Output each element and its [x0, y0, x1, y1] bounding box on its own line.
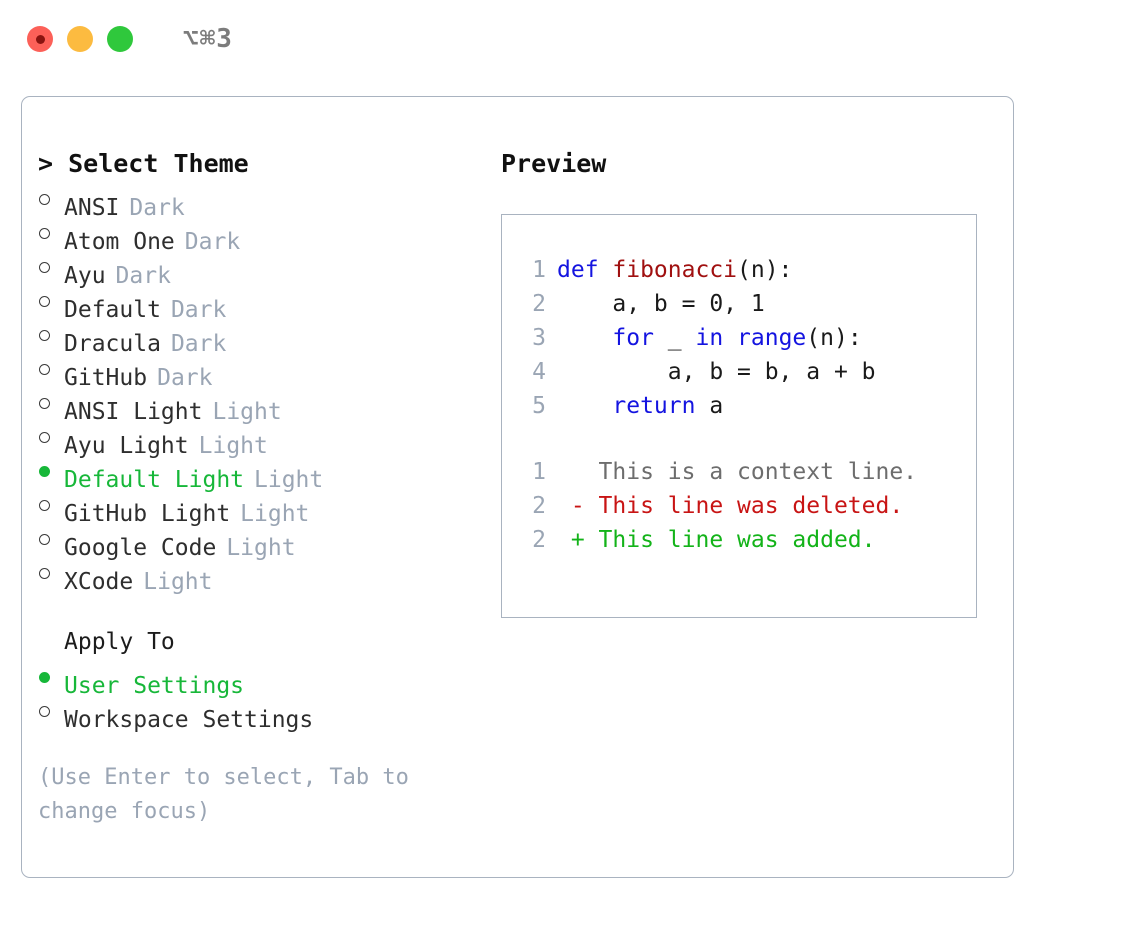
theme-item-label: Google Code	[64, 535, 217, 561]
theme-item-6[interactable]: ANSI Light Light	[38, 385, 498, 425]
theme-item-label: Atom One	[64, 229, 175, 255]
theme-variant-tag: Dark	[129, 195, 185, 221]
code-text: - This line was deleted.	[557, 493, 904, 519]
shortcut-label: ⌥⌘3	[183, 24, 233, 54]
theme-item-11[interactable]: XCode Light	[38, 555, 498, 595]
theme-item-label: Dracula	[64, 331, 161, 357]
apply-item-0[interactable]: User Settings	[38, 659, 498, 699]
diff-line: 1 This is a context line.	[514, 455, 972, 489]
line-number: 2	[532, 291, 546, 317]
line-number: 3	[532, 325, 546, 351]
theme-item-label: ANSI	[64, 195, 120, 221]
code-line: 5 return a	[514, 389, 972, 423]
theme-variant-tag: Light	[212, 399, 282, 425]
theme-item-label: Default	[64, 297, 161, 323]
radio-unselected-icon	[38, 181, 64, 215]
close-button[interactable]	[27, 26, 53, 52]
theme-variant-tag: Dark	[170, 297, 227, 323]
theme-item-3[interactable]: Default Dark	[38, 283, 498, 323]
radio-unselected-icon	[38, 693, 64, 727]
theme-variant-tag: Dark	[157, 365, 213, 391]
theme-item-label: GitHub	[64, 365, 148, 391]
theme-item-4[interactable]: Dracula Dark	[38, 317, 498, 357]
theme-item-label: XCode	[64, 569, 134, 595]
radio-unselected-icon	[38, 317, 64, 351]
theme-item-label: GitHub Light	[64, 501, 231, 527]
radio-unselected-icon	[38, 215, 64, 249]
theme-item-2[interactable]: Ayu Dark	[38, 249, 498, 289]
line-number: 2	[532, 493, 546, 519]
preview-title: Preview	[501, 149, 607, 178]
code-line: 3 for _ in range(n):	[514, 321, 972, 355]
theme-variant-tag: Light	[198, 433, 268, 459]
minimize-button[interactable]	[67, 26, 93, 52]
code-line: 4 a, b = b, a + b	[514, 355, 972, 389]
theme-variant-tag: Dark	[115, 263, 171, 289]
theme-item-7[interactable]: Ayu Light Light	[38, 419, 498, 459]
radio-selected-icon	[38, 453, 64, 487]
code-text: a, b = 0, 1	[557, 291, 765, 317]
theme-variant-tag: Light	[226, 535, 296, 561]
radio-unselected-icon	[38, 385, 64, 419]
theme-variant-tag: Light	[143, 569, 213, 595]
line-number: 4	[532, 359, 546, 385]
apply-item-1[interactable]: Workspace Settings	[38, 693, 498, 733]
radio-unselected-icon	[38, 419, 64, 453]
code-text: This is a context line.	[557, 459, 918, 485]
theme-item-8[interactable]: Default Light Light	[38, 453, 498, 493]
line-number: 5	[532, 393, 546, 419]
radio-unselected-icon	[38, 283, 64, 317]
code-text: for _ in range(n):	[612, 325, 862, 351]
window-controls	[27, 26, 133, 52]
keyboard-hint: (Use Enter to select, Tab to change focu…	[38, 765, 423, 824]
theme-item-10[interactable]: Google Code Light	[38, 521, 498, 561]
page-title: > Select Theme	[38, 149, 249, 178]
theme-variant-tag: Light	[254, 467, 324, 493]
theme-item-label: Ayu	[64, 263, 106, 289]
radio-unselected-icon	[38, 249, 64, 283]
code-line: 1 def fibonacci(n):	[514, 253, 972, 287]
radio-selected-icon	[38, 659, 64, 693]
code-text: return a	[612, 393, 724, 419]
apply-item-label: User Settings	[64, 673, 245, 699]
radio-unselected-icon	[38, 487, 64, 521]
diff-line: 2 - This line was deleted.	[514, 489, 972, 523]
theme-item-label: ANSI Light	[64, 399, 203, 425]
apply-to-heading: Apply To	[64, 629, 175, 655]
theme-item-9[interactable]: GitHub Light Light	[38, 487, 498, 527]
apply-item-label: Workspace Settings	[64, 707, 314, 733]
code-text: + This line was added.	[557, 527, 876, 553]
line-number: 1	[532, 257, 546, 283]
diff-line: 2 + This line was added.	[514, 523, 972, 557]
theme-variant-tag: Dark	[184, 229, 241, 255]
code-text: a, b = b, a + b	[557, 359, 876, 385]
line-number: 1	[532, 459, 546, 485]
theme-item-0[interactable]: ANSI Dark	[38, 181, 498, 221]
theme-item-5[interactable]: GitHub Dark	[38, 351, 498, 391]
radio-unselected-icon	[38, 351, 64, 385]
code-text: def fibonacci(n):	[557, 257, 793, 283]
theme-variant-tag: Dark	[170, 331, 227, 357]
theme-item-label: Default Light	[64, 467, 245, 493]
zoom-button[interactable]	[107, 26, 133, 52]
line-number: 2	[532, 527, 546, 553]
radio-unselected-icon	[38, 521, 64, 555]
radio-unselected-icon	[38, 555, 64, 589]
theme-item-label: Ayu Light	[64, 433, 189, 459]
code-line: 2 a, b = 0, 1	[514, 287, 972, 321]
title-bar: ⌥⌘3	[0, 0, 1140, 78]
theme-item-1[interactable]: Atom One Dark	[38, 215, 498, 255]
code-spacer	[514, 423, 972, 455]
theme-variant-tag: Light	[240, 501, 310, 527]
